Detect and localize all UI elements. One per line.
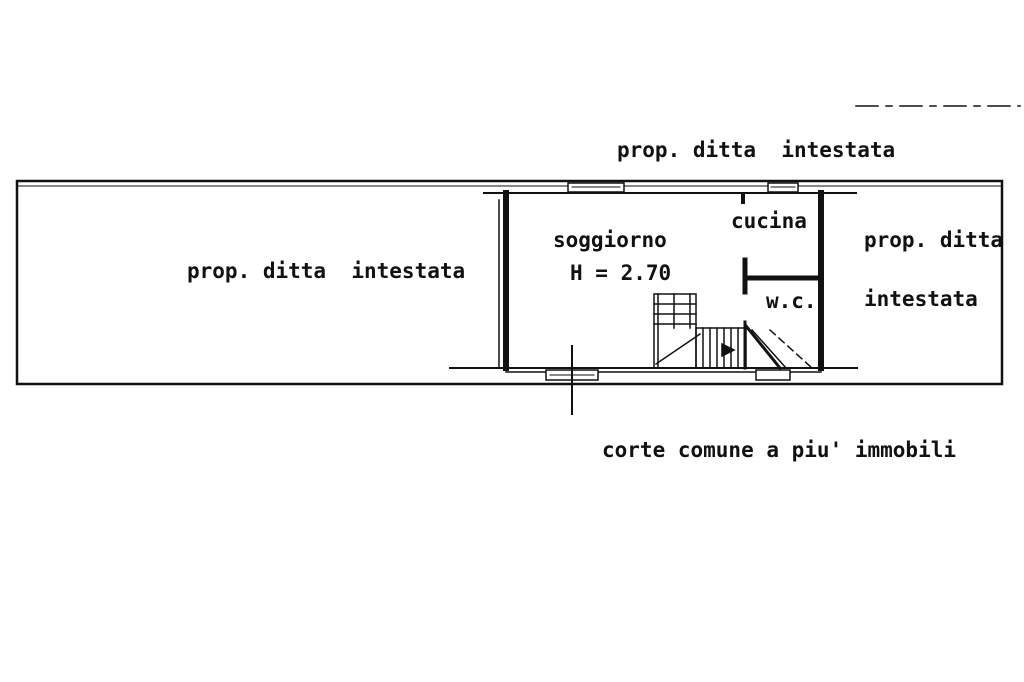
- right-neighbor-label-line1: prop. ditta: [864, 228, 1003, 252]
- left-neighbor-label: prop. ditta intestata: [187, 259, 465, 283]
- staircase: [653, 293, 814, 371]
- window-bottom-wc: [755, 369, 791, 381]
- wc-label: w.c.: [766, 289, 817, 313]
- courtyard-label: corte comune a piu' immobili: [602, 438, 956, 462]
- kitchen-label: cucina: [731, 209, 807, 233]
- right-neighbor-label-line2: intestata: [864, 287, 978, 311]
- top-neighbor-label: prop. ditta intestata: [617, 138, 895, 162]
- living-room-label: soggiorno: [553, 228, 667, 252]
- ceiling-height-label: H = 2.70: [570, 261, 671, 285]
- lot-outline: [15, 179, 1004, 386]
